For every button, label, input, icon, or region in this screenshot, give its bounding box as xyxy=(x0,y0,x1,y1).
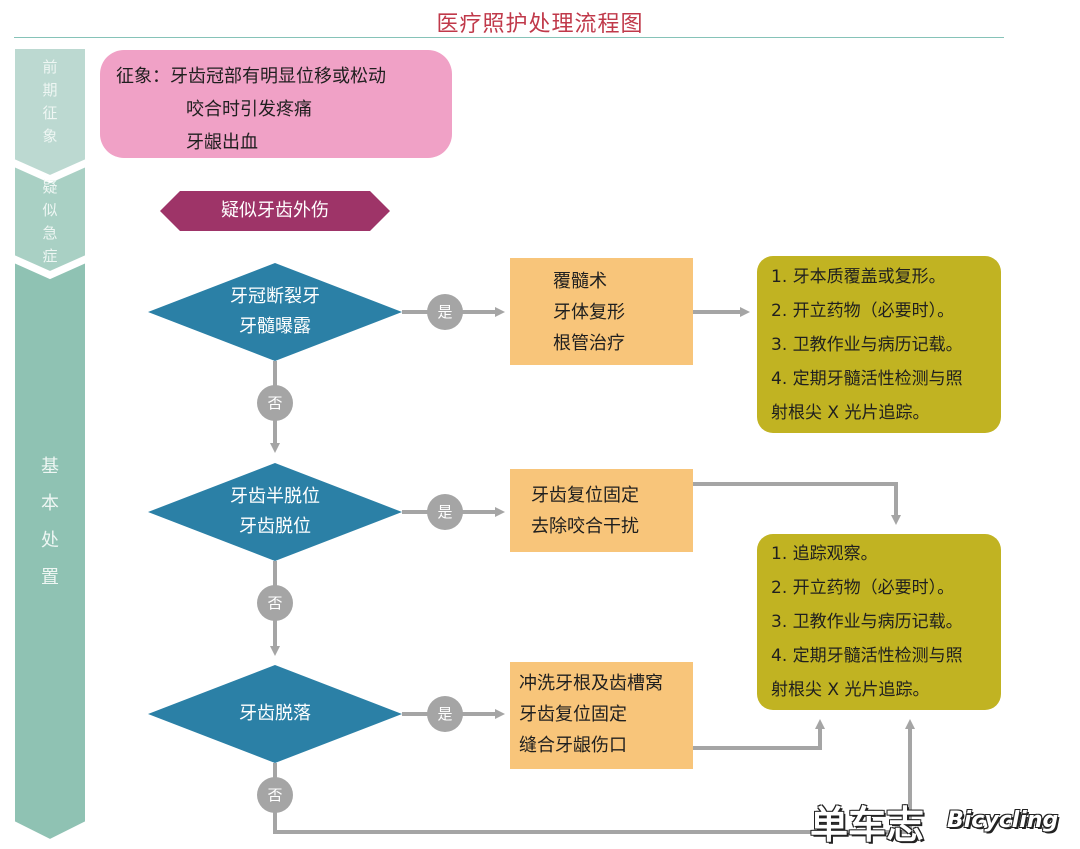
no-circle-2 xyxy=(257,585,293,621)
followup-box-2 xyxy=(757,534,1001,710)
action-text-replant: 冲洗牙根及齿槽窝 牙齿复位固定 缝合牙龈伤口 xyxy=(519,668,663,761)
action-box-pulp xyxy=(510,258,693,365)
action-line: 根管治疗 xyxy=(553,333,625,354)
decision-text-avulsion: 牙齿脱落 xyxy=(175,699,375,729)
followup-item: 3. 卫教作业与病历记载。 xyxy=(771,335,963,355)
stage-label-char: 象 xyxy=(42,127,58,145)
action-to-followup-arrow-3 xyxy=(693,719,825,750)
action-line: 牙体复形 xyxy=(553,302,625,323)
followup-item: 4. 定期牙髓活性检测与照 xyxy=(771,646,963,666)
watermark-cn: 单车志 xyxy=(810,803,925,847)
followup-item: 4. 定期牙髓活性检测与照 xyxy=(771,369,963,389)
followup-list-1: 1. 牙本质覆盖或复形。 2. 开立药物（必要时）。 3. 卫教作业与病历记载。… xyxy=(771,260,963,430)
stage-label-char: 前 xyxy=(42,58,58,76)
followup-item: 射根尖 X 光片追踪。 xyxy=(771,403,930,423)
action-line: 覆髓术 xyxy=(553,271,607,292)
stage-label-char: 处 xyxy=(41,530,59,551)
sidebar-stage-suspect xyxy=(13,164,87,274)
decision-text-luxation: 牙齿半脱位 牙齿脱位 xyxy=(175,482,375,542)
yes-label: 是 xyxy=(437,705,453,723)
decision-line: 牙齿半脱位 xyxy=(230,486,320,507)
decision-line: 牙齿脱位 xyxy=(239,516,311,537)
action-line: 缝合牙龈伤口 xyxy=(519,735,627,756)
symptom-box xyxy=(100,50,452,158)
sidebar-stage-early xyxy=(13,47,87,178)
symptom-item: 牙齿冠部有明显位移或松动 xyxy=(170,66,386,87)
followup-item: 2. 开立药物（必要时）。 xyxy=(771,301,955,321)
yes-circle-2 xyxy=(427,494,463,530)
decision-diamond-avulsion xyxy=(148,665,402,763)
action-line: 去除咬合干扰 xyxy=(531,516,639,537)
no-label: 否 xyxy=(267,786,283,804)
stage-label-early: 前 期 征 象 xyxy=(37,56,63,148)
yes-label: 是 xyxy=(437,303,453,321)
action-box-reposition xyxy=(510,469,693,552)
followup-item: 射根尖 X 光片追踪。 xyxy=(771,680,930,700)
no-label: 否 xyxy=(267,394,283,412)
followup-item: 3. 卫教作业与病历记载。 xyxy=(771,612,963,632)
action-text-pulp: 覆髓术 牙体复形 根管治疗 xyxy=(553,266,625,359)
stage-label-char: 基 xyxy=(41,456,59,477)
stage-label-suspect: 疑 似 急 症 xyxy=(37,176,63,268)
yes-circle-3 xyxy=(427,696,463,732)
symptom-text: 征象：牙齿冠部有明显位移或松动 咬合时引发疼痛 牙龈出血 xyxy=(116,60,386,159)
symptom-line-1: 征象：牙齿冠部有明显位移或松动 xyxy=(116,60,386,93)
decision-diamond-crown-fracture xyxy=(148,263,402,361)
no-circle-3 xyxy=(257,777,293,813)
yes-label: 是 xyxy=(437,503,453,521)
action-line: 冲洗牙根及齿槽窝 xyxy=(519,673,663,694)
decision-line: 牙冠断裂牙 xyxy=(230,286,320,307)
followup-item: 2. 开立药物（必要时）。 xyxy=(771,578,955,598)
suspect-label: 疑似牙齿外伤 xyxy=(221,200,329,221)
followup-list-2: 1. 追踪观察。 2. 开立药物（必要时）。 3. 卫教作业与病历记载。 4. … xyxy=(771,537,963,707)
decision-diamond-luxation xyxy=(148,463,402,561)
action-text-reposition: 牙齿复位固定 去除咬合干扰 xyxy=(531,480,639,542)
stage-label-char: 本 xyxy=(41,493,59,514)
no-circle-1 xyxy=(257,385,293,421)
stage-label-char: 期 xyxy=(42,81,58,99)
symptom-item: 咬合时引发疼痛 xyxy=(186,99,312,120)
page-title: 医疗照护处理流程图 xyxy=(436,12,644,37)
stage-label-basic: 基 本 处 置 xyxy=(35,448,65,596)
decision-text-crown-fracture: 牙冠断裂牙 牙髓曝露 xyxy=(175,282,375,342)
decision-line: 牙齿脱落 xyxy=(239,703,311,724)
decision-line: 牙髓曝露 xyxy=(239,316,311,337)
stage-label-char: 急 xyxy=(42,224,58,242)
action-to-followup-arrow-2 xyxy=(693,482,901,525)
action-line: 牙齿复位固定 xyxy=(531,485,639,506)
followup-item: 1. 牙本质覆盖或复形。 xyxy=(771,267,946,287)
action-line: 牙齿复位固定 xyxy=(519,704,627,725)
no-branch-to-followup-arrow xyxy=(273,719,915,834)
stage-label-char: 置 xyxy=(41,567,59,588)
suspect-banner xyxy=(160,191,390,231)
stage-label-char: 似 xyxy=(42,201,58,219)
symptom-prefix: 征象： xyxy=(116,66,170,87)
no-label: 否 xyxy=(267,594,283,612)
followup-item: 1. 追踪观察。 xyxy=(771,544,878,564)
title-divider xyxy=(14,37,1004,38)
watermark-en: Bicycling xyxy=(947,808,1059,833)
followup-box-1 xyxy=(757,256,1001,433)
stage-label-char: 征 xyxy=(42,104,58,122)
symptom-item: 牙龈出血 xyxy=(186,132,258,153)
action-box-replant xyxy=(510,662,693,769)
yes-circle-1 xyxy=(427,294,463,330)
stage-label-char: 症 xyxy=(42,247,58,265)
sidebar-stage-basic xyxy=(13,260,87,842)
stage-label-char: 疑 xyxy=(42,178,58,196)
